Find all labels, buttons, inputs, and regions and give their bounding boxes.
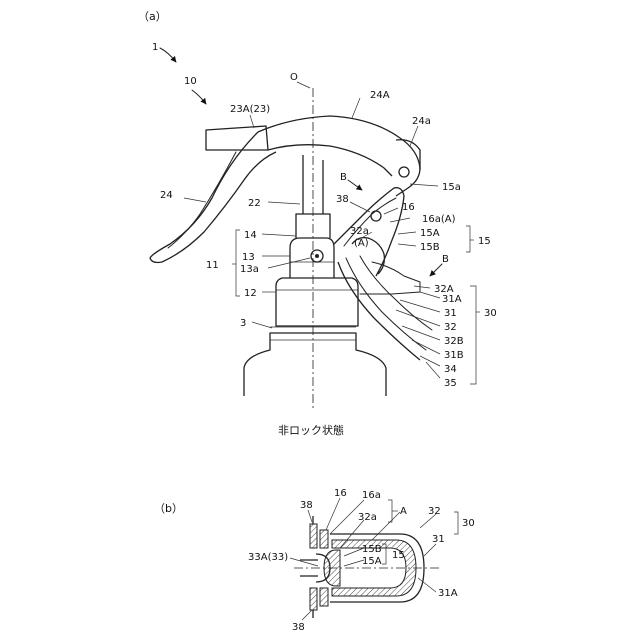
cap-12: [276, 278, 358, 326]
label-13a: 13a: [240, 264, 259, 275]
label-B-upper: B: [340, 172, 347, 183]
label-1: 1: [152, 42, 158, 53]
label-A-b: A: [400, 506, 407, 517]
label-31A-b: 31A: [438, 588, 458, 599]
label-31B: 31B: [444, 350, 464, 361]
leader-arrow-1: [160, 48, 176, 62]
figure-b: （b）: [154, 488, 475, 633]
label-15-b: 15: [392, 550, 405, 561]
label-16a-b: 16a: [362, 490, 381, 501]
label-24: 24: [160, 190, 173, 201]
label-12: 12: [244, 288, 257, 299]
label-38-top: 38: [300, 500, 313, 511]
label-A-paren: (A): [354, 238, 369, 249]
wall-38: [310, 516, 317, 618]
label-31-b: 31: [432, 534, 445, 545]
label-16aA: 16a(A): [422, 214, 456, 225]
label-16-b: 16: [334, 488, 347, 499]
label-32-b: 32: [428, 506, 441, 517]
label-O: O: [290, 72, 298, 83]
label-3: 3: [240, 318, 246, 329]
label-31A: 31A: [442, 294, 462, 305]
trigger-head-24: [150, 116, 420, 263]
panel-label-b: （b）: [154, 502, 183, 515]
label-15B: 15B: [420, 242, 440, 253]
label-32B: 32B: [444, 336, 464, 347]
label-35: 35: [444, 378, 457, 389]
label-15A-b: 15A: [362, 556, 382, 567]
label-11: 11: [206, 260, 219, 271]
figure-a: （a）: [138, 10, 497, 437]
label-13: 13: [242, 252, 255, 263]
label-38: 38: [336, 194, 349, 205]
pump-body-11: [290, 214, 334, 278]
container-body: [244, 327, 386, 396]
label-15B-b: 15B: [362, 544, 382, 555]
label-38-bottom: 38: [292, 622, 305, 633]
label-14: 14: [244, 230, 257, 241]
label-30-b: 30: [462, 518, 475, 529]
label-32: 32: [444, 322, 457, 333]
label-30: 30: [484, 308, 497, 319]
lock-member-30: [334, 188, 432, 360]
caption-a: 非ロック状態: [278, 423, 344, 437]
labels-b: 38 16 16a A 32 30 32a 31 33A(33) 15B 15 …: [248, 488, 475, 633]
label-24A: 24A: [370, 90, 390, 101]
label-B-lower: B: [442, 254, 449, 265]
label-15: 15: [478, 236, 491, 247]
label-32a-b: 32a: [358, 512, 377, 523]
label-10: 10: [184, 76, 197, 87]
leader-arrow-10: [192, 90, 206, 104]
label-34: 34: [444, 364, 457, 375]
labels-a: 1 10 O 24A 23A(23) 24a 24 15a B 38 16 16…: [152, 42, 497, 389]
label-15a: 15a: [442, 182, 461, 193]
label-31: 31: [444, 308, 457, 319]
label-33A-b: 33A(33): [248, 552, 288, 563]
label-15A: 15A: [420, 228, 440, 239]
label-32a: 32a: [350, 226, 369, 237]
label-24a: 24a: [412, 116, 431, 127]
label-23A: 23A(23): [230, 104, 270, 115]
leader-O: [297, 82, 310, 88]
label-22: 22: [248, 198, 261, 209]
panel-label-a: （a）: [138, 10, 167, 23]
label-16: 16: [402, 202, 415, 213]
